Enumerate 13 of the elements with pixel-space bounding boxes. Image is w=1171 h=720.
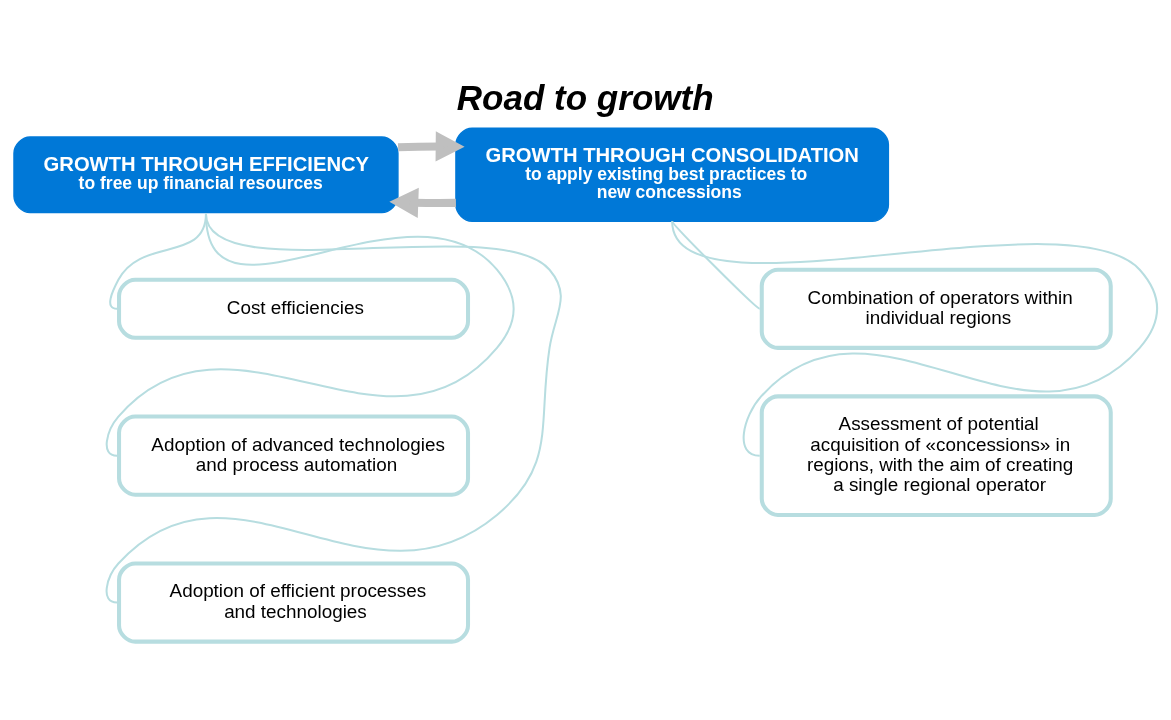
diagram-title: Road to growth bbox=[456, 78, 714, 118]
node-box: Combination of operators within individual regions bbox=[759, 267, 1113, 350]
connector bbox=[106, 213, 562, 604]
node-box: Assessment of potential acquisition of «concessions» in regions, with the aim of creating a single regional operator bbox=[759, 394, 1113, 517]
node-box: GROWTH THROUGH EFFICIENCY to free up financial resources bbox=[13, 136, 399, 214]
arrow bbox=[389, 187, 456, 218]
node-box: Adoption of advanced technologies and process automation bbox=[117, 414, 471, 497]
connector bbox=[671, 220, 1159, 457]
arrow bbox=[397, 131, 465, 162]
connector bbox=[671, 220, 761, 310]
node-box: GROWTH THROUGH CONSOLIDATION to apply existing best practices to new concessions bbox=[455, 127, 890, 222]
node-box: Cost efficiencies bbox=[117, 277, 471, 340]
node-box: Adoption of efficient processes and technologies bbox=[117, 561, 471, 644]
